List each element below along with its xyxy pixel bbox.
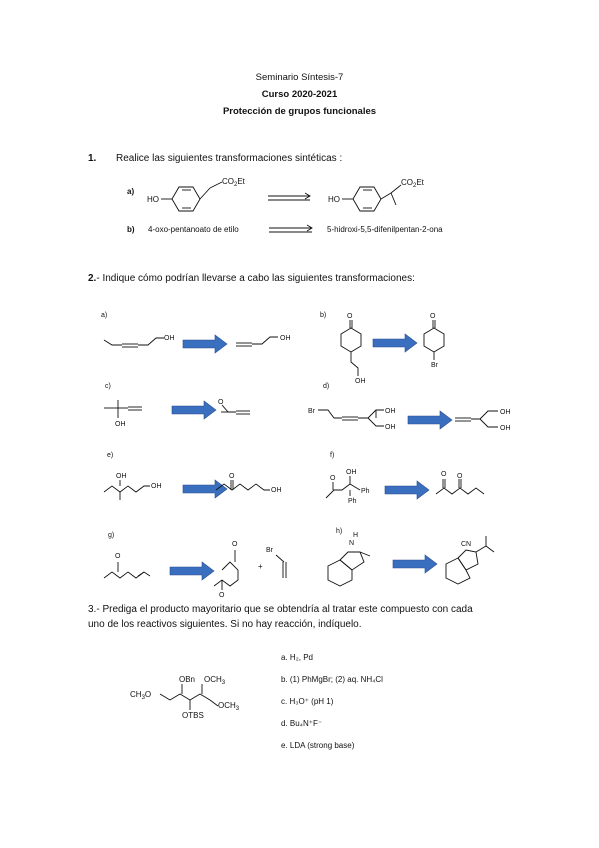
q3-reagent-b: b. (1) PhMgBr; (2) aq. NH₄Cl: [281, 675, 383, 684]
course-label: Curso 2020-2021: [261, 89, 338, 100]
svg-text:Ph: Ph: [348, 498, 357, 505]
q1b-label: b): [127, 225, 135, 234]
svg-text:OH: OH: [271, 487, 282, 494]
q2g-label: g): [108, 532, 115, 539]
svg-text:H: H: [353, 532, 358, 539]
svg-text:Br: Br: [308, 408, 316, 415]
svg-text:O: O: [219, 592, 225, 599]
svg-text:O: O: [441, 471, 447, 478]
svg-text:Br: Br: [266, 547, 274, 554]
svg-text:O: O: [229, 473, 235, 480]
q2e-label: e): [107, 452, 114, 459]
svg-text:CO2Et: CO2Et: [222, 177, 246, 188]
q3-text-line1: 3.- Prediga el producto mayoritario que …: [88, 604, 473, 615]
svg-text:OCH3: OCH3: [218, 701, 240, 712]
q1b-end: 5-hidroxi-5,5-difenilpentan-2-ona: [327, 225, 443, 234]
q2h-label: h): [336, 528, 343, 535]
svg-text:O: O: [457, 473, 463, 480]
svg-text:OH: OH: [346, 469, 357, 476]
q2-number: 2.: [88, 273, 97, 284]
svg-text:O: O: [430, 313, 436, 320]
q3-text-line2: uno de los reactivos siguientes. Si no h…: [88, 619, 362, 630]
svg-text:O: O: [330, 475, 336, 482]
svg-text:HO: HO: [147, 195, 159, 204]
q3-reagent-e: e. LDA (strong base): [281, 741, 355, 750]
q3-reagent-d: d. Bu₄N⁺F⁻: [281, 719, 323, 728]
q2-text: - Indique cómo podrían llevarse a cabo l…: [96, 273, 415, 284]
svg-text:OH: OH: [280, 335, 291, 342]
svg-text:O: O: [347, 313, 353, 320]
svg-text:OH: OH: [500, 425, 511, 432]
svg-text:OH: OH: [164, 335, 175, 342]
q1-text: Realice las siguientes transformaciones …: [116, 153, 343, 164]
svg-text:O: O: [115, 553, 121, 560]
svg-text:OH: OH: [355, 378, 366, 385]
svg-text:+: +: [258, 562, 263, 571]
svg-text:OBn: OBn: [179, 675, 195, 684]
svg-text:OH: OH: [500, 409, 511, 416]
q3-reagent-c: c. H₃O⁺ (pH 1): [281, 697, 334, 706]
q1-number: 1.: [88, 153, 97, 164]
q2b-label: b): [320, 312, 327, 319]
q1b-start: 4-oxo-pentanoato de etilo: [148, 225, 239, 234]
svg-text:N: N: [349, 540, 354, 547]
svg-text:CO2Et: CO2Et: [401, 178, 425, 189]
svg-text:Ph: Ph: [361, 488, 370, 495]
topic-heading: Protección de grupos funcionales: [222, 106, 377, 117]
svg-text:CN: CN: [461, 541, 471, 548]
q2d-label: d): [323, 383, 330, 390]
document-title: Seminario Síntesis-7: [255, 72, 344, 83]
q2c-label: c): [105, 383, 111, 390]
svg-text:OH: OH: [385, 424, 396, 431]
q2a-label: a): [101, 312, 108, 319]
svg-text:O: O: [218, 399, 224, 406]
q2-heading: 2.- Indique cómo podrían llevarse a cabo…: [88, 273, 415, 284]
svg-text:HO: HO: [328, 195, 340, 204]
svg-text:O: O: [232, 541, 238, 548]
svg-text:OH: OH: [115, 421, 126, 428]
q3-reagent-a: a. H₂, Pd: [281, 653, 314, 662]
svg-text:OH: OH: [151, 483, 162, 490]
svg-text:OCH3: OCH3: [204, 675, 226, 686]
svg-text:OH: OH: [116, 473, 127, 480]
q2f-label: f): [330, 452, 335, 459]
svg-text:OTBS: OTBS: [182, 711, 204, 720]
svg-text:OH: OH: [385, 408, 396, 415]
svg-text:CH3O: CH3O: [130, 690, 151, 701]
q1a-label: a): [127, 187, 135, 196]
svg-text:Br: Br: [431, 362, 439, 369]
